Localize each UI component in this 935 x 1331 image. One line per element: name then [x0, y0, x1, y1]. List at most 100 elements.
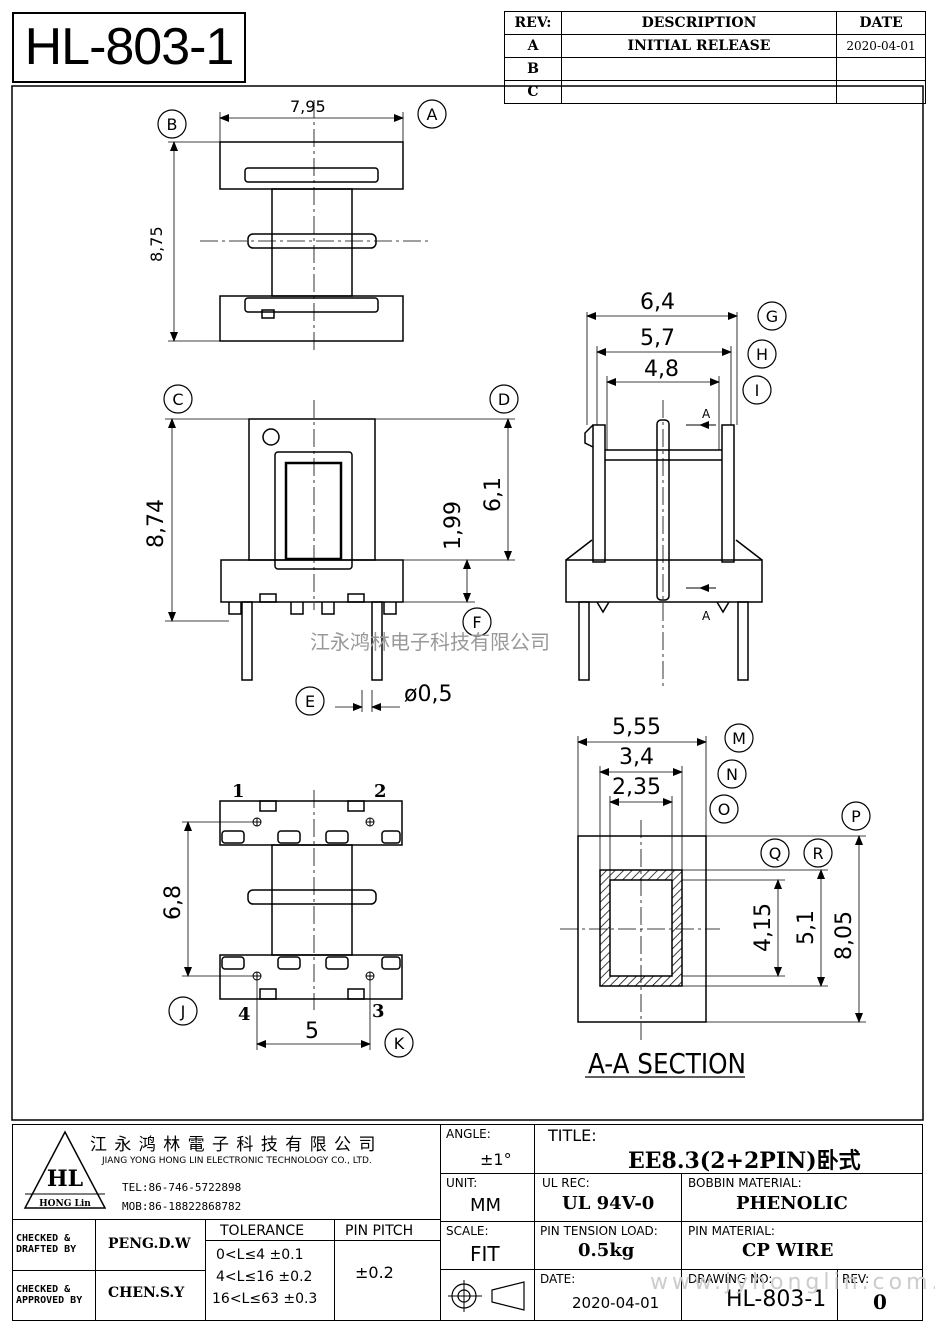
date-label: DATE: [540, 1272, 576, 1286]
date-value: 2020-04-01 [572, 1294, 660, 1312]
company-tel: TEL:86-746-5722898 [122, 1181, 242, 1194]
footer-watermark: www.jyhonglin.com.cn [650, 1270, 935, 1295]
ul-value: UL 94V-0 [562, 1193, 655, 1214]
callout-b: B [167, 115, 178, 134]
dimension-labels: 7,95 8,75 8,74 6,1 1,99 ø0,5 6,4 5,7 4,8… [144, 97, 857, 1044]
company-name-cn: 江 永 鸿 林 電 子 科 技 有 限 公 司 [90, 1135, 377, 1155]
date-header: DATE [836, 11, 926, 35]
scale-label: SCALE: [446, 1224, 489, 1238]
pin-tension-label: PIN TENSION LOAD: [540, 1224, 658, 1238]
dim-pin-dia: ø0,5 [404, 682, 452, 707]
rev-b-date [836, 57, 926, 81]
drawing-frame [11, 85, 924, 1121]
revision-table: REV: DESCRIPTION DATE A INITIAL RELEASE … [504, 11, 926, 104]
title-label: TITLE: [548, 1126, 597, 1145]
projection-symbol-icon [448, 1280, 525, 1312]
dim-sec-w2: 3,4 [619, 745, 654, 770]
svg-text:HL: HL [47, 1166, 83, 1192]
company-name-en: JIANG YONG HONG LIN ELECTRONIC TECHNOLOG… [102, 1156, 372, 1166]
dim-sec-h3: 8,05 [832, 911, 857, 960]
drawing-no-label: DRAWING NO: [688, 1272, 773, 1286]
scale-value: FIT [470, 1242, 500, 1266]
angle-value: ±1° [480, 1150, 512, 1169]
callout-m: M [732, 729, 746, 748]
dim-front-window: 6,1 [481, 477, 506, 512]
rev-label: REV: [842, 1272, 870, 1286]
rev-b: B [504, 57, 562, 81]
callout-g: G [766, 307, 778, 326]
callout-d: D [498, 390, 510, 409]
rev-a-date: 2020-04-01 [836, 34, 926, 58]
callout-i: I [755, 381, 760, 400]
dim-bottom-h: 6,8 [161, 885, 186, 920]
bottom-view [182, 790, 403, 1050]
dim-bottom-w: 5 [305, 1019, 319, 1044]
angle-label: ANGLE: [446, 1127, 491, 1141]
dim-sec-w1: 5,55 [612, 715, 661, 740]
dim-top-height: 8,75 [147, 226, 166, 262]
callout-a: A [427, 105, 438, 124]
callout-f: F [472, 613, 481, 632]
dim-sec-w3: 2,35 [612, 775, 661, 800]
bobbin-material-value: PHENOLIC [736, 1193, 848, 1214]
callout-letters: A B C D E F G H I J K M N O P Q R [167, 105, 862, 1053]
company-mob: MOB:86-18822868782 [122, 1200, 242, 1213]
dim-side-w1: 6,4 [640, 290, 675, 315]
pin-pitch-label: PIN PITCH [345, 1223, 414, 1239]
dim-sec-h1: 4,15 [751, 903, 776, 952]
callout-k: K [394, 1034, 405, 1053]
checked-drafted-value: PENG.D.W [108, 1236, 191, 1252]
unit-value: MM [470, 1195, 502, 1216]
section-label: A-A SECTION [588, 1047, 746, 1080]
callout-r: R [812, 844, 823, 863]
company-logo: HL HONG Lin [23, 1130, 107, 1209]
front-view [165, 400, 515, 712]
unit-label: UNIT: [446, 1176, 478, 1190]
callout-h: H [756, 345, 768, 364]
callout-q: Q [769, 844, 782, 863]
drawing-no-value: HL-803-1 [726, 1287, 827, 1312]
checked-approved-value: CHEN.S.Y [108, 1285, 185, 1301]
tolerance-row-2: 4<L≤16 ±0.2 [216, 1269, 313, 1285]
pin-pitch-value: ±0.2 [355, 1263, 394, 1282]
side-view [565, 312, 763, 690]
rev-c-desc [561, 80, 837, 104]
callout-n: N [726, 765, 738, 784]
dim-side-w2: 5,7 [640, 326, 675, 351]
title-value: EE8.3(2+2PIN)卧式 [628, 1148, 861, 1174]
tolerance-row-1: 0<L≤4 ±0.1 [216, 1247, 304, 1263]
callout-e: E [305, 692, 315, 711]
tolerance-label: TOLERANCE [220, 1223, 305, 1239]
title-block [12, 1124, 923, 1321]
rev-a-desc: INITIAL RELEASE [561, 34, 837, 58]
rev-c: C [504, 80, 562, 104]
dim-front-height: 8,74 [144, 499, 169, 548]
dim-front-base: 1,99 [441, 501, 466, 550]
svg-text:HONG Lin: HONG Lin [39, 1199, 91, 1209]
pin-material-label: PIN MATERIAL: [688, 1224, 775, 1238]
callout-o: O [718, 800, 731, 819]
tolerance-row-3: 16<L≤63 ±0.3 [212, 1291, 318, 1307]
bobbin-material-label: BOBBIN MATERIAL: [688, 1176, 802, 1190]
callout-j: J [180, 1002, 186, 1021]
section-view [560, 736, 866, 1040]
pin-number-1: 1 [232, 781, 245, 802]
callout-p: P [851, 807, 861, 826]
section-mark-bottom: A [702, 609, 711, 623]
ul-label: UL REC: [542, 1176, 590, 1190]
dim-side-w3: 4,8 [644, 357, 679, 382]
pin-number-4: 4 [238, 1004, 251, 1025]
pin-number-3: 3 [372, 1001, 385, 1022]
dim-top-width: 7,95 [290, 97, 326, 116]
pin-tension-value: 0.5kg [578, 1240, 635, 1261]
dim-sec-h2: 5,1 [794, 910, 819, 945]
rev-c-date [836, 80, 926, 104]
pin-numbers: 1 2 3 4 [232, 781, 387, 1025]
pin-number-2: 2 [374, 781, 387, 802]
pin-material-value: CP WIRE [742, 1240, 834, 1261]
checked-approved-label: CHECKED & APPROVED BY [16, 1284, 83, 1306]
callout-circles [157, 99, 871, 1058]
rev-value: 0 [873, 1290, 887, 1314]
top-view [168, 100, 430, 350]
